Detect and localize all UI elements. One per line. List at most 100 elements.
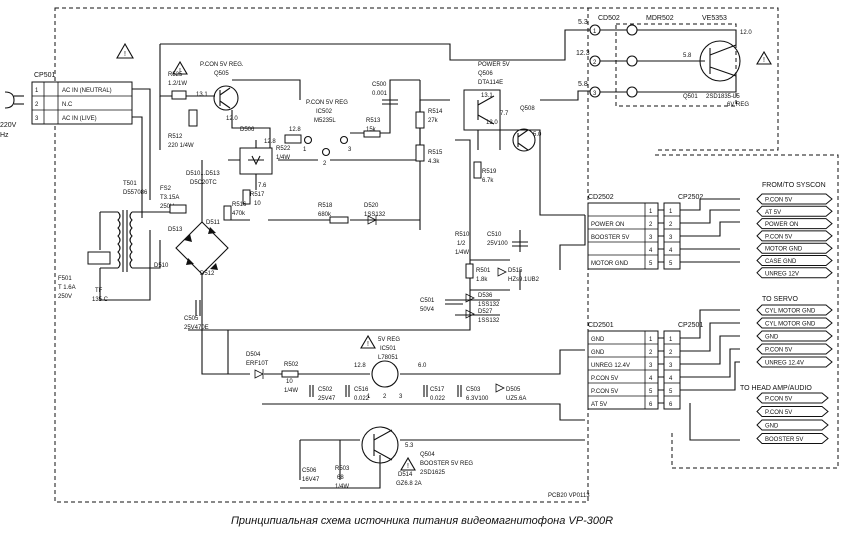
d536-label: D536 [478,293,493,299]
head-title: TO HEAD AMP/AUDIO [740,385,812,392]
c500-label: C500 [372,82,387,88]
r503-label: R503 [335,466,350,472]
servo-label-3: P.CON 5V [765,348,792,354]
d520-part: 1SS132 [364,212,386,218]
r522-value: 1/4W [276,155,290,161]
cd2501-pcon-1: P.CON 5V [591,376,618,382]
cp2502-pin-1: 1 [669,209,673,215]
cp2501-label: CP2501 [678,322,703,329]
cd2502-booster: BOOSTER 5V [591,235,629,241]
t501-part: D557086 [123,190,148,196]
cp501-pin-1: 1 [35,88,39,94]
ic502-heading: P.CON 5V REG [306,100,348,106]
transformer-section: T501 D557086 FS2 T3.15A 250V F501 T 1.6A… [58,181,187,303]
syscon-tag-0 [756,193,833,205]
q506-part: DTA114E [478,80,503,86]
cd2501-label: CD2501 [588,322,614,329]
f501-voltage: 250V [58,294,72,300]
cd2502-motor-gnd: MOTOR GND [591,261,629,267]
syscon-label-2: POWER ON [765,222,798,228]
d513-label: D513 [168,227,183,233]
d504-label: D504 [246,352,261,358]
c510-value: 25V100 [487,241,508,247]
svg-text:!: ! [367,341,369,348]
cd2502-power-on: POWER ON [591,222,624,228]
r510-value1: 1/2 [457,241,466,247]
r517-value: 10 [254,201,261,207]
d512-label: D512 [200,271,215,277]
head-label-3: BOOSTER 5V [765,437,803,443]
servo-label-1: CYL MOTOR GND [765,322,816,328]
c501-value: 50V4 [420,307,435,313]
bridge-rectifier: D510...D513 D5C20TC D513 D511 D510 D512 [154,160,229,320]
cd2502-pin-5: 5 [649,261,653,267]
f501-label: F501 [58,276,72,282]
reg-5v-section: D504 ERF10T R502 10 1/4W C502 25V47 C516… [246,334,526,402]
r503-value1: 68 [337,475,344,481]
ve5353-label: VE5353 [702,15,727,22]
d527-part: 1SS132 [478,318,500,324]
r510-label: R510 [455,232,470,238]
voltage-12-0c: 12.0 [486,120,498,126]
servo-label-0: CYL MOTOR GND [765,309,816,315]
syscon-label-6: UNREG 12V [765,271,799,277]
q506-label: Q506 [478,71,493,77]
cp501-pin-3: 3 [35,116,39,122]
f501-rating: T 1.6A [58,285,76,291]
cd2501-pin-5: 5 [649,389,653,395]
r512a-value: 220 1/4W [168,143,194,149]
d520-label: D520 [364,203,379,209]
q504-heading: BOOSTER 5V REG [420,461,473,467]
voltage-12-8c: 12.8 [354,363,366,369]
cd2501-at5v: AT 5V [591,402,607,408]
cp2501-pin-3: 3 [669,363,673,369]
r512a-label: R512 [168,134,183,140]
head-tag-0 [756,392,829,404]
voltage-12-0: 12.0 [226,116,238,122]
syscon-label-5: CASE GND [765,259,797,265]
mains-hz: Hz [0,132,9,139]
voltage-5-3b: 5.3 [405,443,414,449]
d536-part: 1SS132 [478,302,500,308]
voltage-5-8b: 5.8 [683,53,692,59]
c517-label: C517 [430,387,445,393]
voltage-7-7: 7.7 [500,111,509,117]
servo-label-4: UNREG 12.4V [765,361,804,367]
r519-label: R519 [482,169,497,175]
q506-heading: POWER 5V [478,62,510,68]
cd2501-pin-2: 2 [649,350,653,356]
syscon-label-3: P.CON 5V [765,234,792,240]
head-tag-1 [756,406,829,417]
cp501-pin-2: 2 [35,102,39,108]
ic501-pin-2: 2 [383,394,387,400]
r501-value: 1.8k [476,277,488,283]
c502-label: C502 [318,387,333,393]
r518-label: R518 [318,203,333,209]
tf-temp: 135 C [92,297,109,303]
cd2501-pcon-2: P.CON 5V [591,389,618,395]
voltage-7-6: 7.6 [258,183,267,189]
voltage-13-1b: 13.1 [481,93,493,99]
cp2502-pin-2: 2 [669,222,673,228]
c516-label: C516 [354,387,369,393]
cd2501-pin-6: 6 [649,402,653,408]
head-tag-3 [756,433,829,444]
head-label-0: P.CON 5V [765,397,792,403]
ic502-section: P.CON 5V REG IC502 M5235L 1 2 3 C500 0.0… [303,82,443,167]
fs2-voltage: 250V [160,204,174,210]
voltage-5-0: 5.0 [533,132,542,138]
q501-label: Q501 [683,94,698,100]
servo-tag-2 [756,330,833,342]
r514-value: 27k [428,118,439,124]
r514-label: R514 [428,109,443,115]
cd502-pin-1: 1 [593,29,597,35]
d504-part: ERF10T [246,361,269,367]
d514-label: D514 [398,472,413,478]
q501-sub: 6V REG [727,102,749,108]
right-groups: FROM/TO SYSCON TO SERVO TO HEAD AMP/AUDI… [680,182,833,444]
d505-label: D505 [506,387,521,393]
cp2502-label: CP2502 [678,194,703,201]
c506-label: C506 [302,468,317,474]
voltage-13-1: 13.1 [196,92,208,98]
